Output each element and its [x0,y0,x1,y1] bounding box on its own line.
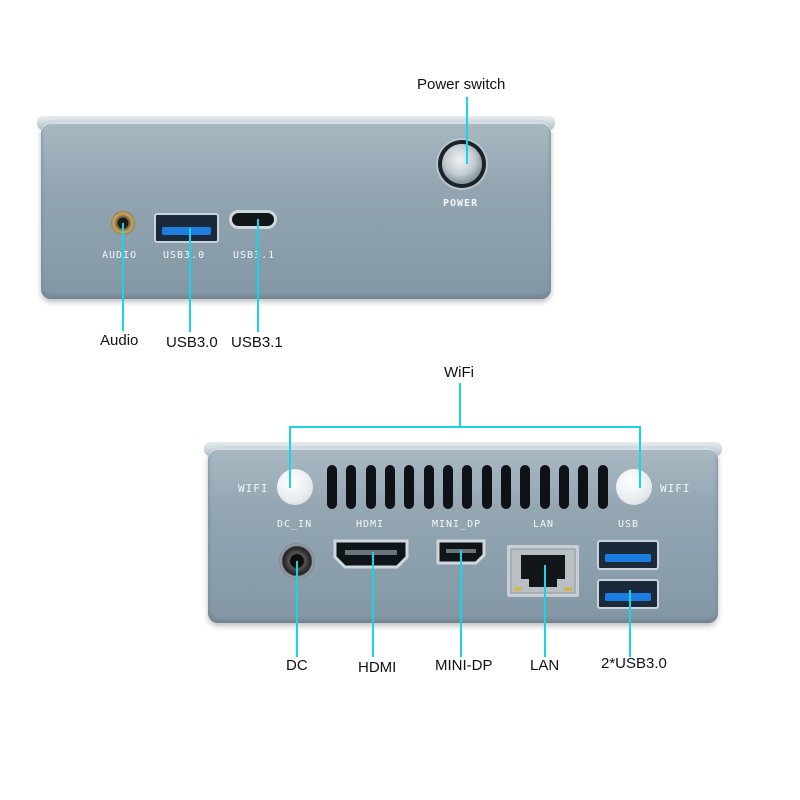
hdmi-port [333,539,409,569]
vent-slot [327,465,337,509]
wifi-antenna-left [277,469,313,505]
vent-slot [346,465,356,509]
usb30-callout: USB3.0 [166,334,218,351]
vent-slot [443,465,453,509]
vent-slot [598,465,608,509]
mini-dp-silk-label: MINI_DP [432,519,482,530]
vent-slot [559,465,569,509]
usb-x2-callout: 2*USB3.0 [601,655,667,672]
usb31-silk-label: USB3.1 [233,250,276,261]
usb30-port-upper [597,540,659,570]
usb31-type-c-port [229,210,277,229]
wifi-right-silk-label: WIFI [660,482,691,495]
wifi-antenna-right [616,469,652,505]
lan-ethernet-port [507,545,579,597]
lan-silk-label: LAN [533,519,555,530]
wifi-callout-line-right [639,426,641,488]
vent-slot [482,465,492,509]
wifi-callout-line-left [289,426,291,488]
vent-slot [424,465,434,509]
hdmi-silk-label: HDMI [356,519,385,530]
hdmi-callout: HDMI [358,659,397,676]
mini-dp-callout: MINI-DP [435,657,493,674]
lan-callout-line [544,565,546,657]
lan-callout: LAN [530,657,560,674]
audio-callout-line [122,223,124,331]
audio-silk-label: AUDIO [102,250,138,261]
wifi-callout-line-vertical [459,383,461,426]
vent-slot [520,465,530,509]
power-switch-callout: Power switch [417,76,506,93]
wifi-left-silk-label: WIFI [238,482,269,495]
dc-callout: DC [286,657,308,674]
mini-dp-callout-line [460,550,462,657]
usb31-callout-line [257,219,259,332]
usb30-silk-label: USB3.0 [163,250,206,261]
vent-slot [462,465,472,509]
wifi-callout: WiFi [444,364,474,381]
usb-callout-line [629,590,631,657]
dc-callout-line [296,561,298,657]
usb31-callout: USB3.1 [231,334,283,351]
power-silk-label: POWER [443,198,479,209]
audio-callout: Audio [100,332,139,349]
vent-slot [540,465,550,509]
dc-in-silk-label: DC_IN [277,519,313,530]
vent-slot [404,465,414,509]
usb30-port-lower [597,579,659,609]
usb30-callout-line [189,228,191,332]
wifi-callout-line-horizontal [289,426,641,428]
usb-silk-label: USB [618,519,640,530]
hdmi-callout-line [372,552,374,657]
usb30-port [154,213,219,243]
vent-slot [385,465,395,509]
vent-slot [366,465,376,509]
power-button [442,144,482,184]
power-callout-line [466,97,468,164]
vent-slot [578,465,588,509]
vent-slot [501,465,511,509]
